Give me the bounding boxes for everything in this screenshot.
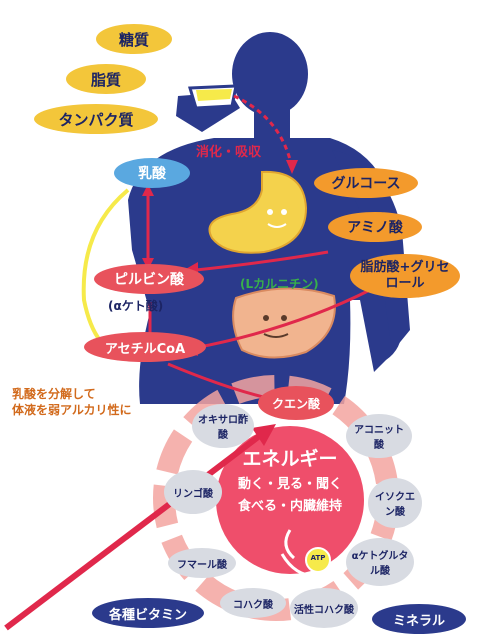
carnitine-label: (Lカルニチン) bbox=[240, 278, 319, 290]
metabolite-oval: リンゴ酸 bbox=[164, 470, 222, 514]
metabolite-oval: フマール酸 bbox=[168, 548, 236, 578]
nutrient-oval: 脂質 bbox=[66, 64, 146, 94]
energy-title: エネルギー bbox=[232, 450, 348, 469]
lactate-oval: 乳酸 bbox=[114, 158, 190, 188]
metabolite-oval: オキサロ酢酸 bbox=[192, 404, 254, 448]
cup-icon bbox=[190, 86, 236, 108]
absorbed-oval: グルコース bbox=[314, 168, 418, 198]
absorbed-oval: アミノ酸 bbox=[328, 212, 422, 242]
keto-acid-label: (αケト酸) bbox=[108, 300, 163, 312]
metabolite-oval: アコニット酸 bbox=[346, 414, 412, 458]
pyruvate-oval: ピルビン酸 bbox=[94, 264, 204, 294]
nutrient-oval: タンパク質 bbox=[34, 104, 158, 134]
digestion-label: 消化・吸収 bbox=[196, 146, 261, 159]
absorbed-oval: 脂肪酸+グリセロール bbox=[350, 254, 460, 298]
atp-label: ATP bbox=[306, 555, 330, 562]
acetyl-coa-oval: アセチルCoA bbox=[84, 332, 206, 362]
metabolite-oval: 活性コハク酸 bbox=[290, 588, 358, 628]
nutrient-oval: 糖質 bbox=[96, 24, 172, 54]
metabolite-oval: αケトグルタル酸 bbox=[346, 538, 414, 586]
alkaline-note-line2: 体液を弱アルカリ性に bbox=[12, 404, 132, 416]
energy-line1: 動く・見る・聞く bbox=[228, 478, 352, 491]
minerals-oval: ミネラル bbox=[372, 604, 466, 634]
citrate-oval: クエン酸 bbox=[258, 386, 334, 420]
metabolite-oval: コハク酸 bbox=[220, 588, 286, 618]
alkaline-note-line1: 乳酸を分解して bbox=[12, 388, 96, 400]
metabolite-oval: イソクエン酸 bbox=[368, 478, 422, 528]
energy-line2: 食べる・内臓維持 bbox=[224, 500, 356, 513]
vitamins-oval: 各種ビタミン bbox=[92, 598, 204, 628]
